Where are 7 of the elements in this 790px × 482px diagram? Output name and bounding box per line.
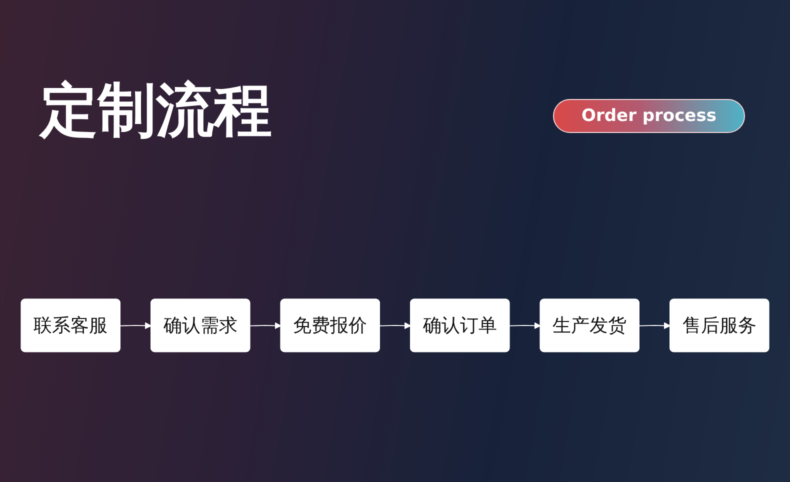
- arrow: [379, 322, 412, 329]
- arrow: [120, 322, 152, 329]
- arrow: [509, 322, 541, 329]
- subtitle-badge: Order process: [553, 99, 745, 133]
- arrow: [250, 322, 282, 329]
- title: 定制流程: [40, 76, 272, 146]
- arrow: [638, 322, 671, 329]
